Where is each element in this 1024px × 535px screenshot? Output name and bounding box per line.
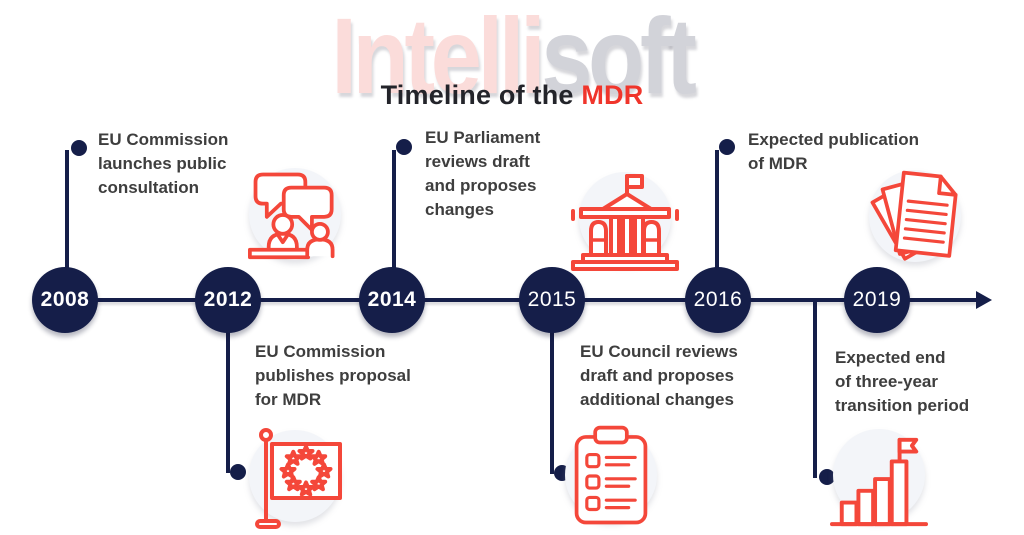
- connector-line: [392, 150, 396, 272]
- documents-icon: [869, 170, 961, 262]
- connector-dot: [396, 139, 412, 155]
- parliament-icon: [571, 172, 679, 271]
- watermark-logo-right: soft: [541, 0, 697, 116]
- year-node-2016: 2016: [685, 267, 751, 333]
- growth-chart-icon: [830, 429, 928, 527]
- connector-dot: [71, 140, 87, 156]
- eu-flag-icon: [255, 428, 342, 529]
- connector-dot: [230, 464, 246, 480]
- page-title-text: Timeline of the: [380, 80, 582, 110]
- growth-chart-icon: [830, 437, 928, 527]
- connector-line: [226, 330, 230, 473]
- watermark-logo: Intellisoft: [77, 2, 947, 110]
- year-label: 2016: [693, 288, 743, 311]
- year-label: 2019: [852, 288, 902, 311]
- year-node-2014: 2014: [359, 267, 425, 333]
- year-label: 2008: [40, 288, 90, 311]
- year-label: 2015: [527, 288, 577, 311]
- page-title: Timeline of the MDR: [0, 80, 1024, 111]
- watermark-logo-left: Intelli: [331, 0, 545, 116]
- year-label: 2014: [367, 288, 417, 311]
- parliament-icon: [571, 174, 679, 271]
- year-label: 2012: [203, 288, 253, 311]
- connector-dot: [719, 139, 735, 155]
- year-node-2015: 2015: [519, 267, 585, 333]
- timeline-arrowhead-icon: [976, 291, 992, 309]
- page-title-highlight: MDR: [581, 80, 644, 110]
- year-node-2012: 2012: [195, 267, 261, 333]
- connector-line: [65, 150, 69, 272]
- year-node-2008: 2008: [32, 267, 98, 333]
- event-description: Expected publication of MDR: [748, 130, 919, 173]
- chat-people-icon: [248, 172, 335, 260]
- year-node-2019: 2019: [844, 267, 910, 333]
- connector-line: [550, 330, 554, 474]
- checklist-icon: [574, 425, 648, 525]
- event-description: EU Council reviews draft and proposes ad…: [580, 342, 738, 409]
- eu-flag-icon: [249, 428, 342, 529]
- event-description: EU Commission publishes proposal for MDR: [255, 342, 411, 409]
- connector-line: [715, 150, 719, 272]
- connector-dot: [819, 469, 835, 485]
- event-description: Expected end of three-year transition pe…: [835, 348, 970, 415]
- connector-line: [813, 300, 817, 478]
- checklist-icon: [565, 425, 657, 525]
- documents-icon: [870, 170, 958, 261]
- event-description: EU Commission launches public consultati…: [98, 130, 229, 197]
- event-description: EU Parliament reviews draft and proposes…: [425, 128, 541, 219]
- chat-people-icon: [248, 168, 341, 260]
